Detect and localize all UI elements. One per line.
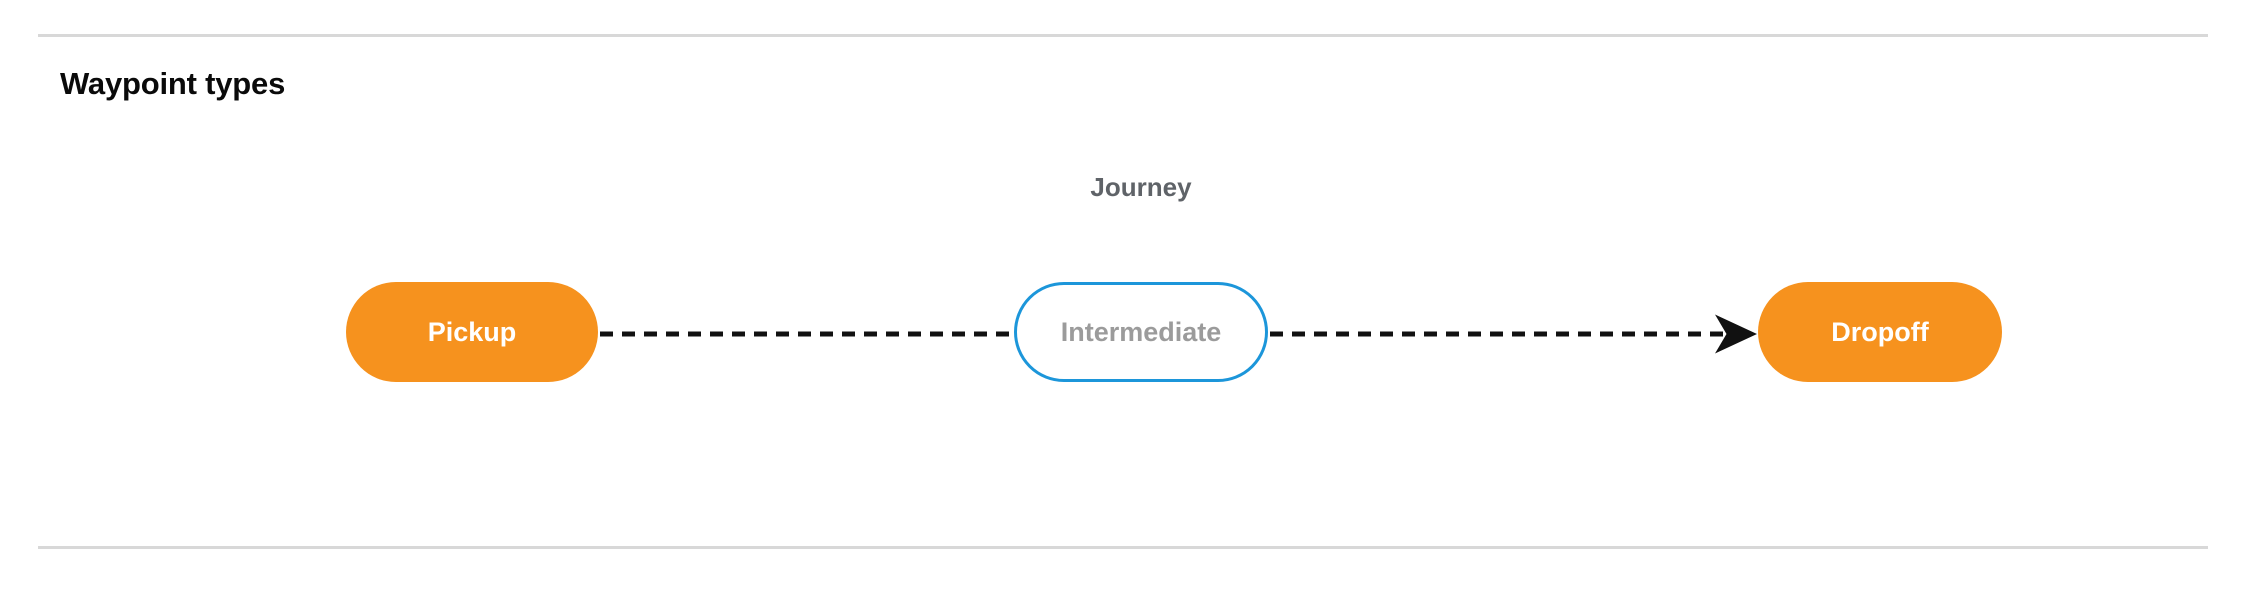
node-dropoff[interactable]: Dropoff	[1758, 282, 2002, 382]
page-title: Waypoint types	[60, 66, 286, 101]
section-divider-top	[38, 34, 2208, 37]
journey-group-label: Journey	[1090, 172, 1192, 202]
node-pickup[interactable]: Pickup	[346, 282, 598, 382]
node-dropoff-label: Dropoff	[1831, 316, 1929, 347]
node-pickup-label: Pickup	[427, 316, 517, 347]
node-intermediate-label: Intermediate	[1060, 316, 1222, 347]
node-intermediate[interactable]: Intermediate	[1014, 282, 1268, 382]
section-divider-bottom	[38, 546, 2208, 549]
